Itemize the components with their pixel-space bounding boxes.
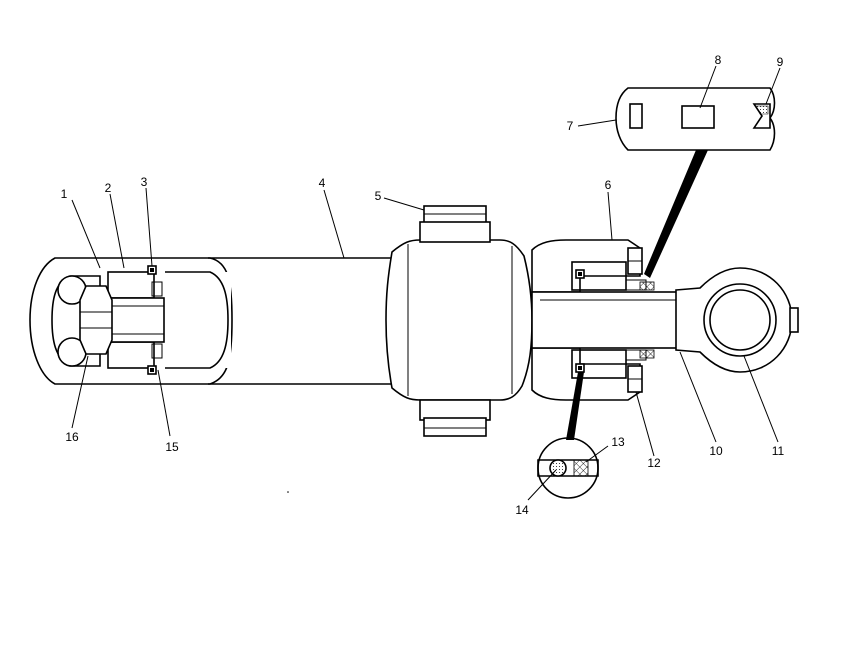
cylinder-barrel <box>165 257 392 385</box>
callout-labels: 1 2 3 4 5 6 7 8 9 10 11 12 13 14 15 16 <box>61 53 785 517</box>
callout-15: 15 <box>165 440 179 454</box>
stray-mark <box>287 491 289 493</box>
callout-16: 16 <box>65 430 79 444</box>
leader-lines <box>71 65 781 501</box>
cylinder-head <box>531 239 655 401</box>
callout-14: 14 <box>515 503 529 517</box>
callout-8: 8 <box>715 53 722 67</box>
callout-13: 13 <box>611 435 625 449</box>
callout-7: 7 <box>567 119 574 133</box>
callout-11: 11 <box>772 444 785 458</box>
piston-rod <box>531 291 683 349</box>
trunnion-mount <box>385 205 533 437</box>
callout-4: 4 <box>319 176 326 190</box>
piston-assembly <box>79 265 165 375</box>
callout-9: 9 <box>777 55 784 69</box>
callout-5: 5 <box>375 189 382 203</box>
detail-view-upper <box>615 87 776 278</box>
callout-2: 2 <box>105 181 112 195</box>
callout-6: 6 <box>605 178 612 192</box>
rod-eye <box>675 267 799 373</box>
callout-12: 12 <box>647 456 661 470</box>
callout-1: 1 <box>61 187 68 201</box>
callout-10: 10 <box>709 444 723 458</box>
callout-3: 3 <box>141 175 148 189</box>
